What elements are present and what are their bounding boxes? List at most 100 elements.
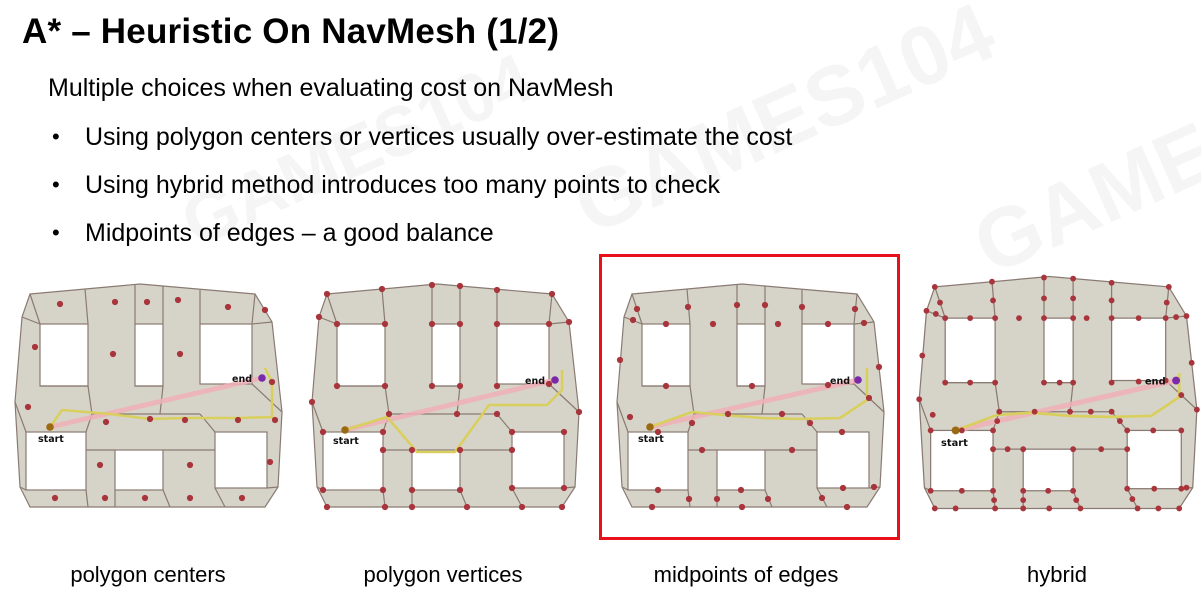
cost-point bbox=[843, 503, 851, 511]
straight-line-estimate bbox=[47, 375, 265, 430]
cost-point bbox=[967, 379, 974, 386]
navmesh-edge bbox=[162, 489, 171, 508]
cost-point bbox=[1151, 485, 1158, 492]
cost-point bbox=[1117, 418, 1123, 424]
cost-point bbox=[176, 350, 184, 358]
cost-point bbox=[942, 315, 949, 322]
cost-point bbox=[518, 503, 526, 511]
end-label: end bbox=[232, 374, 252, 385]
cost-point bbox=[381, 382, 389, 390]
cost-point bbox=[456, 486, 464, 494]
obstacle-hole bbox=[1043, 317, 1074, 384]
cost-point bbox=[56, 300, 64, 308]
cost-point bbox=[508, 428, 516, 436]
cost-point bbox=[818, 494, 826, 502]
cost-point bbox=[174, 296, 182, 304]
navmesh-edge bbox=[381, 288, 386, 325]
cost-point bbox=[992, 379, 999, 386]
cost-point bbox=[1070, 487, 1077, 494]
cost-point bbox=[378, 285, 386, 293]
cost-point bbox=[724, 410, 732, 418]
cost-point bbox=[1087, 408, 1094, 415]
obstacle-hole bbox=[134, 323, 164, 387]
cost-point bbox=[1041, 315, 1047, 322]
cost-point bbox=[1083, 315, 1090, 322]
cost-point bbox=[319, 428, 327, 436]
cost-point bbox=[1045, 487, 1052, 494]
straight-line-estimate bbox=[953, 377, 1179, 434]
cost-point bbox=[96, 461, 104, 469]
navmesh-edge bbox=[87, 385, 93, 415]
navmesh-edge bbox=[84, 288, 89, 325]
end-point bbox=[1172, 376, 1181, 385]
bullet-list: Using polygon centers or vertices usuall… bbox=[48, 122, 792, 266]
navmesh-edge bbox=[214, 487, 226, 508]
cost-point bbox=[333, 320, 341, 328]
cost-point bbox=[1070, 295, 1077, 302]
cost-point bbox=[1155, 505, 1162, 512]
cost-point bbox=[633, 305, 641, 313]
cost-point bbox=[952, 505, 959, 512]
cost-point bbox=[798, 303, 806, 311]
cost-point bbox=[851, 305, 859, 313]
start-point bbox=[341, 426, 349, 434]
cost-point bbox=[545, 320, 553, 328]
cost-point bbox=[824, 381, 832, 389]
cost-point bbox=[967, 315, 974, 322]
obstacle-hole bbox=[214, 431, 268, 489]
obstacle-hole bbox=[1022, 448, 1074, 492]
cost-point bbox=[109, 350, 117, 358]
cost-point bbox=[927, 427, 934, 434]
navmesh-edge bbox=[19, 486, 27, 491]
cost-point bbox=[548, 290, 556, 298]
navmesh-edge bbox=[689, 385, 695, 415]
cost-point bbox=[994, 418, 1001, 424]
cost-point bbox=[1098, 446, 1105, 453]
cost-point bbox=[1046, 505, 1053, 512]
subtitle: Multiple choices when evaluating cost on… bbox=[48, 74, 614, 102]
cost-point bbox=[1041, 274, 1047, 281]
navmesh-edge bbox=[21, 316, 41, 325]
navmesh-edge bbox=[251, 383, 283, 413]
obstacle-hole bbox=[25, 431, 87, 491]
cost-point bbox=[1135, 378, 1142, 385]
cost-point bbox=[453, 410, 461, 418]
cost-point bbox=[654, 428, 662, 436]
cost-point bbox=[733, 301, 741, 309]
cost-point bbox=[560, 484, 568, 492]
cost-point bbox=[558, 503, 566, 511]
caption-polygon-vertices: polygon vertices bbox=[363, 562, 523, 587]
cost-point bbox=[141, 494, 149, 502]
path-line bbox=[344, 370, 564, 454]
cost-point bbox=[774, 320, 782, 328]
cost-point bbox=[931, 505, 938, 512]
obstacle-hole bbox=[716, 449, 766, 491]
caption-midpoints-of-edges: midpoints of edges bbox=[653, 562, 839, 587]
navmesh-edge bbox=[326, 293, 338, 325]
cost-point bbox=[958, 427, 965, 434]
cost-point bbox=[839, 484, 847, 492]
cost-point bbox=[385, 410, 393, 418]
obstacle-hole bbox=[322, 431, 384, 491]
cost-point bbox=[958, 487, 965, 494]
cost-point bbox=[1041, 295, 1047, 302]
cost-point bbox=[989, 278, 995, 285]
obstacle-hole bbox=[431, 323, 461, 387]
navmesh-edge bbox=[251, 321, 273, 325]
cost-point bbox=[1188, 359, 1195, 366]
cost-point bbox=[1016, 315, 1022, 322]
cost-point bbox=[323, 503, 331, 511]
cost-point bbox=[748, 382, 756, 390]
cost-point bbox=[381, 320, 389, 328]
cost-point bbox=[1178, 485, 1185, 492]
obstacle-hole bbox=[114, 449, 164, 491]
cost-point bbox=[626, 413, 634, 421]
cost-point bbox=[266, 458, 274, 466]
cost-point bbox=[991, 497, 997, 504]
navmesh-edge bbox=[994, 382, 1000, 412]
cost-point bbox=[508, 446, 516, 454]
cost-point bbox=[1178, 392, 1185, 398]
